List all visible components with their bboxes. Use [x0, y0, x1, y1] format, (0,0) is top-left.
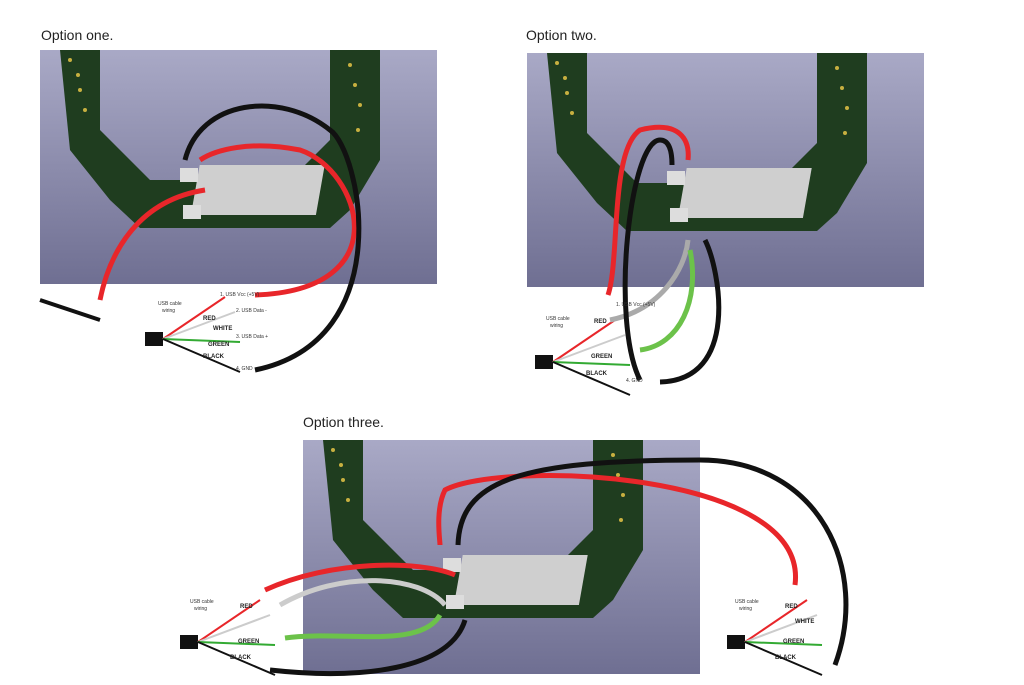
option-one-title: Option one.	[41, 27, 114, 43]
pin-3: 3. USB Data +	[236, 334, 268, 340]
pin-1: 1. USB Vcc (+5V)	[220, 292, 260, 298]
wire-white: WHITE	[795, 619, 814, 625]
legend-title-1: USB cable	[190, 599, 214, 605]
wire-red: RED	[785, 604, 798, 610]
pin-4: 4. GND	[236, 366, 253, 372]
wire-black: BLACK	[775, 655, 797, 661]
legend-title-2: wiring	[550, 323, 563, 329]
legend-title-2: wiring	[739, 606, 752, 612]
legend-title-2: wiring	[194, 606, 207, 612]
option-three-title: Option three.	[303, 414, 384, 430]
usb-legend-one: USB cable wiring RED WHITE GREEN BLACK 1…	[158, 292, 268, 372]
option-two-board	[527, 53, 924, 396]
pin-4: 4. GND	[626, 378, 643, 384]
wire-green: GREEN	[783, 639, 804, 645]
wire-black: BLACK	[586, 371, 608, 377]
usb-legend-two: USB cable wiring RED GREEN BLACK 1. USB …	[546, 302, 656, 384]
wire-green: GREEN	[238, 639, 259, 645]
legend-title-1: USB cable	[546, 316, 570, 322]
option-three-board	[179, 440, 849, 676]
wire-black: BLACK	[230, 655, 252, 661]
wire-red: RED	[594, 319, 607, 325]
legend-title-1: USB cable	[735, 599, 759, 605]
usb-legend-three-left: USB cable wiring RED GREEN BLACK	[190, 599, 259, 661]
legend-title-2: wiring	[162, 308, 175, 314]
wire-red: RED	[240, 604, 253, 610]
pin-1: 1. USB Vcc (+5V)	[616, 302, 656, 308]
wire-white: WHITE	[213, 326, 232, 332]
legend-title-1: USB cable	[158, 301, 182, 307]
wire-black: BLACK	[203, 354, 225, 360]
option-one-board	[39, 50, 437, 373]
pin-2: 2. USB Data -	[236, 308, 267, 314]
wire-red: RED	[203, 316, 216, 322]
wire-green: GREEN	[591, 354, 612, 360]
wire-green: GREEN	[208, 342, 229, 348]
option-two-title: Option two.	[526, 27, 597, 43]
usb-legend-three-right: USB cable wiring RED WHITE GREEN BLACK	[735, 599, 814, 661]
